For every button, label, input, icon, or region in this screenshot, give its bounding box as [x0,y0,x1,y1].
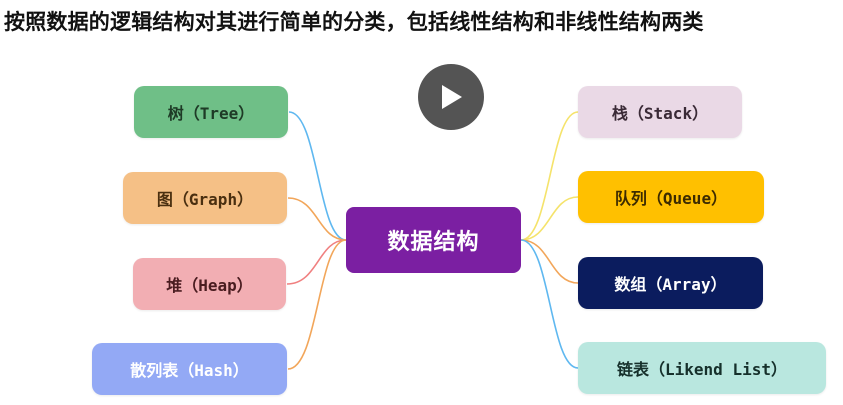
connector-list [520,239,579,369]
connector-stack [520,111,579,241]
connector-array [520,239,579,284]
node-stack: 栈（Stack） [578,86,742,138]
connector-graph [287,197,347,241]
node-array: 数组（Array） [578,257,763,309]
node-tree: 树（Tree） [134,86,288,138]
play-button[interactable] [418,64,484,130]
node-linked-list: 链表（Likend List） [578,342,826,394]
connector-heap [286,239,347,285]
center-node: 数据结构 [346,207,521,273]
connector-hash [287,239,347,370]
node-queue: 队列（Queue） [578,171,764,223]
play-icon [442,85,462,109]
connector-queue [520,196,579,241]
page-title: 按照数据的逻辑结构对其进行简单的分类，包括线性结构和非线性结构两类 [4,10,704,34]
node-heap: 堆（Heap） [133,258,286,310]
connector-tree [288,111,347,241]
node-hash: 散列表（Hash） [92,343,287,395]
node-graph: 图（Graph） [123,172,287,224]
